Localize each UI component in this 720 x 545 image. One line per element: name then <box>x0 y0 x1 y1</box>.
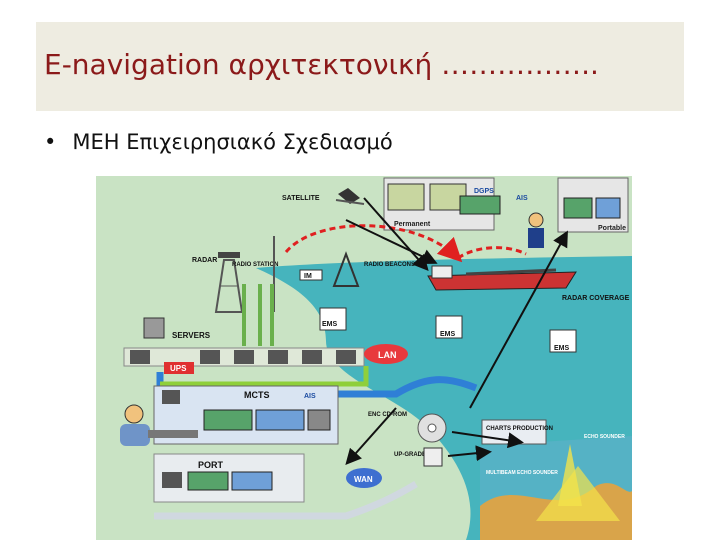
cdrom-hole <box>428 424 436 432</box>
bullet-item: • ΜΕΗ Επιχειρησιακό Σχεδιασμό <box>44 130 393 154</box>
diagram-canvas: Permanent DGPS AIS Portable SATELLITE RA… <box>96 176 632 540</box>
port-screen-2 <box>232 472 272 490</box>
device-2 <box>200 350 220 364</box>
mcts-screen-2 <box>256 410 304 430</box>
ems-label-3: EMS <box>554 345 570 352</box>
permanent-label: Permanent <box>394 221 431 228</box>
wan-label: WAN <box>354 475 373 484</box>
device-1 <box>130 350 150 364</box>
upgrade-label: UP-GRADE <box>394 452 426 458</box>
bullet-text: ΜΕΗ Επιχειρησιακό Σχεδιασμό <box>72 130 392 154</box>
dgps-label: DGPS <box>474 188 494 195</box>
multibeam-label: MULTIBEAM ECHO SOUNDER <box>486 470 558 476</box>
im-label: IM <box>304 273 312 280</box>
mcts-label: MCTS <box>244 390 270 400</box>
radio-beacons-label: RADIO BEACONS <box>364 262 415 268</box>
charts-production-label: CHARTS PRODUCTION <box>486 426 553 432</box>
radar-coverage-label: RADAR COVERAGE <box>562 295 630 302</box>
mcts-screen-3 <box>308 410 330 430</box>
port-screen-1 <box>188 472 228 490</box>
portable-label: Portable <box>598 225 626 232</box>
port-label: PORT <box>198 460 224 470</box>
ship-bridge <box>432 266 452 278</box>
device-4 <box>268 350 288 364</box>
radio-station-label: RADIO STATION <box>232 262 278 268</box>
portable-screen-2 <box>596 198 620 218</box>
mcts-screen-1 <box>204 410 252 430</box>
ups-label: UPS <box>170 364 187 373</box>
dgps-screen <box>460 196 500 214</box>
ems-label-1: EMS <box>322 321 338 328</box>
satellite-label: SATELLITE <box>282 195 320 202</box>
lan-label: LAN <box>378 350 397 360</box>
captain-head <box>529 213 543 227</box>
device-6 <box>336 350 356 364</box>
portable-screen-1 <box>564 198 592 218</box>
e-navigation-diagram: Permanent DGPS AIS Portable SATELLITE RA… <box>96 176 632 540</box>
operator-body <box>120 424 150 446</box>
ais-mcts-label: AIS <box>304 393 316 400</box>
upgrade-device <box>424 448 442 466</box>
ems-label-2: EMS <box>440 331 456 338</box>
servers-label: SERVERS <box>172 331 211 340</box>
operator-head <box>125 405 143 423</box>
server-rack-icon <box>144 318 164 338</box>
title-bar: E-navigation αρχιτεκτονική …………….. <box>36 22 684 111</box>
permanent-console-1 <box>388 184 424 210</box>
ais-top-label: AIS <box>516 195 528 202</box>
captain-body <box>528 228 544 248</box>
port-device-1 <box>162 472 182 488</box>
echo-sounder-label: ECHO SOUNDER <box>584 434 625 440</box>
mcts-radio <box>162 390 180 404</box>
bullet-dot: • <box>44 130 56 154</box>
radar-antenna <box>218 252 240 258</box>
operator-desk <box>148 430 198 438</box>
device-3 <box>234 350 254 364</box>
device-5 <box>302 350 322 364</box>
slide-title: E-navigation αρχιτεκτονική …………….. <box>44 48 599 81</box>
radar-label: RADAR <box>192 257 217 264</box>
